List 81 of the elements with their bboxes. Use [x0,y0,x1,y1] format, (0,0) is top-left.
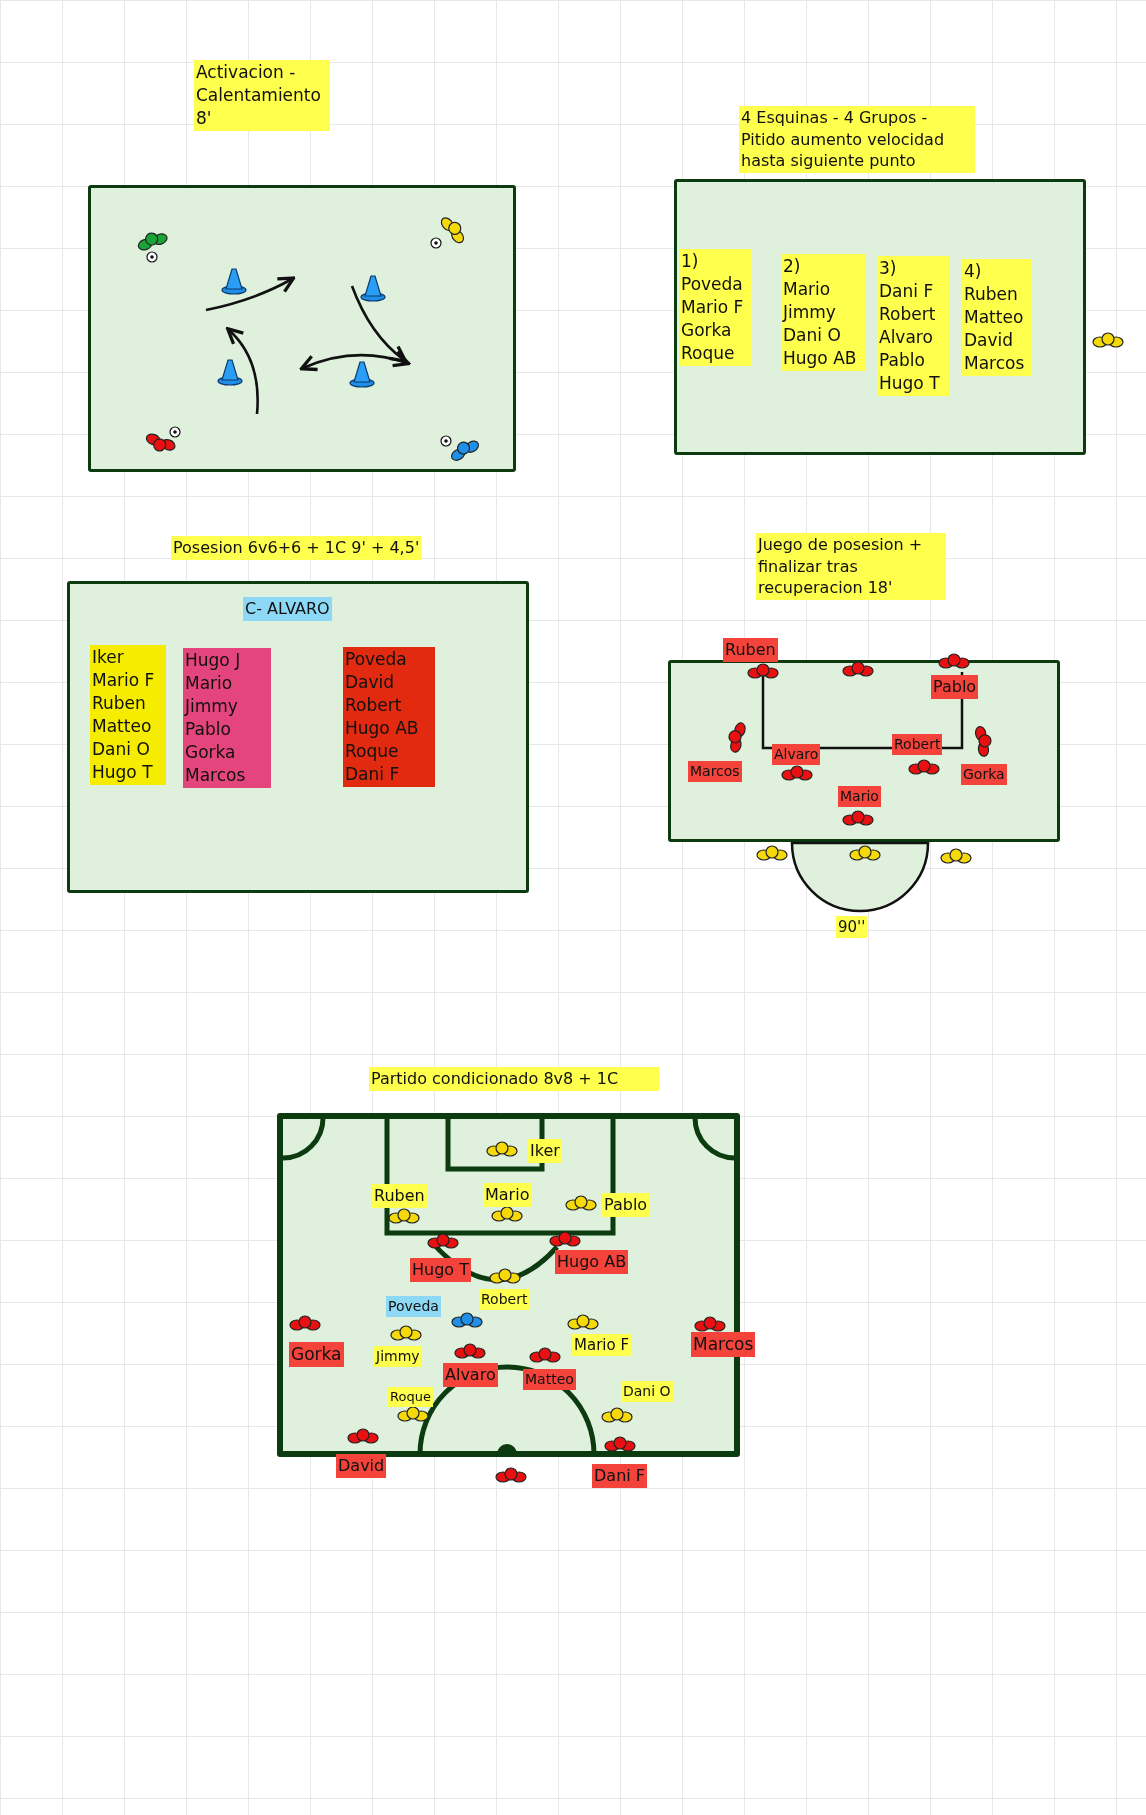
name-tag: Marcos [691,1332,756,1357]
note-text: David [345,670,396,694]
note-text: Gorka [681,318,733,342]
name-tag: Hugo AB [555,1250,629,1274]
note-text: Robert [345,693,403,717]
note-text: Matteo [92,714,153,738]
training-field [67,581,529,893]
note-text: Pablo [185,717,232,741]
name-tag: Pablo [931,675,979,699]
note-text: 1) [681,250,700,273]
note-text: David [964,328,1015,352]
note-text: Hugo AB [783,346,858,370]
name-tag: Mario [483,1183,532,1207]
name-tag: Dani O [621,1381,673,1402]
name-tag: Mario [838,786,881,807]
note-text: Jimmy [783,300,837,324]
name-tag: Gorka [961,764,1007,785]
note-text: 2) [783,255,802,278]
sticky-note [877,256,949,396]
name-tag: Dani F [592,1464,647,1488]
name-tag: Ruben [372,1184,427,1208]
sticky-note [183,648,271,788]
note-text: Mario [783,277,832,301]
note-text: Jimmy [185,694,239,718]
sticky-note: Activacion - Calentamiento 8' [194,60,330,131]
sticky-note [679,249,751,366]
note-text: Hugo T [879,371,941,395]
name-tag: Ruben [723,638,778,662]
note-text: Iker [92,646,125,669]
name-tag: Iker [528,1139,562,1163]
note-text: Roque [681,341,736,365]
sticky-note: Partido condicionado 8v8 + 1C [369,1067,659,1091]
training-field [88,185,516,472]
training-field [674,179,1086,455]
note-text: 4) [964,260,983,283]
note-text: Matteo [964,305,1025,329]
note-text: Ruben [964,282,1019,306]
note-text: Poveda [681,272,744,296]
name-tag: Alvaro [772,744,821,765]
name-tag: Hugo T [410,1258,471,1282]
note-text: Marcos [964,351,1026,375]
name-tag: David [336,1454,387,1478]
sticky-note [962,259,1032,376]
note-text: Roque [345,739,400,763]
note-text: Dani F [345,762,401,786]
name-tag: Mario F [572,1334,632,1357]
name-tag: Roque [388,1387,433,1407]
name-tag: Marcos [688,761,742,782]
note-text: Marcos [185,763,247,787]
sticky-note: Juego de posesion + finalizar tras recuperacion 18' [756,533,946,600]
name-tag: Pablo [602,1193,650,1217]
note-text: Hugo AB [345,716,420,740]
note-text: Robert [879,302,937,326]
name-tag: C- ALVARO [243,597,332,621]
name-tag: Alvaro [443,1363,498,1387]
note-text: Dani O [783,323,842,347]
note-text: Hugo J [185,649,242,672]
note-text: Mario F [681,295,745,319]
note-text: Alvaro [879,325,934,349]
name-tag: Matteo [523,1369,576,1390]
note-text: Mario F [92,668,156,692]
note-text: Gorka [185,740,237,764]
note-text: Poveda [345,648,408,671]
name-tag: Poveda [386,1296,441,1317]
name-tag: Jimmy [374,1346,422,1367]
name-tag: Gorka [289,1342,344,1367]
note-text: 3) [879,257,898,280]
sticky-note [781,254,865,371]
sticky-note [343,647,435,787]
note-text: Pablo [879,348,926,372]
sticky-note [90,645,166,785]
name-tag: Robert [479,1289,530,1310]
note-text: Dani F [879,279,935,303]
name-tag: Robert [892,734,943,755]
name-tag: Posesion 6v6+6 + 1C 9' + 4,5' [171,536,422,560]
note-text: Ruben [92,691,147,715]
note-text: Dani O [92,737,151,761]
note-text: Mario [185,671,234,695]
sticky-note: 4 Esquinas - 4 Grupos - Pitido aumento velocidad hasta siguiente punto [739,106,975,173]
note-text: Hugo T [92,760,154,784]
name-tag: 90'' [836,916,868,939]
